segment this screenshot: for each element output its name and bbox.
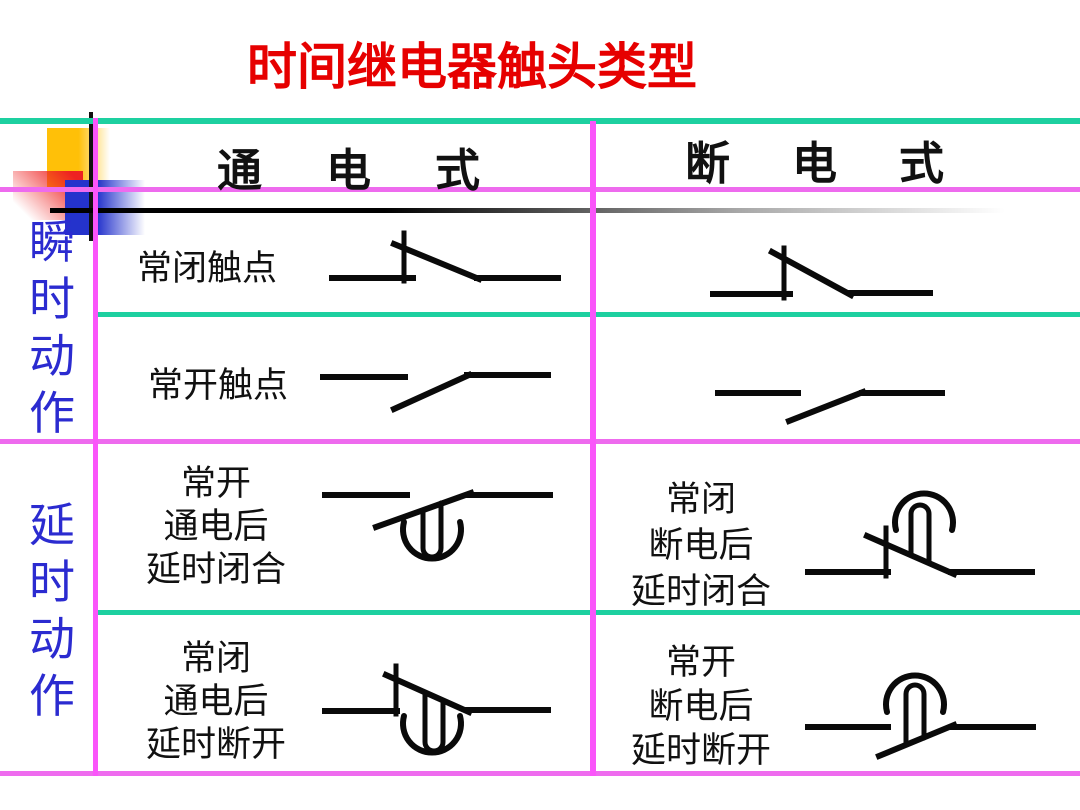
label-line: 延时闭合 (630, 572, 771, 611)
label-line: 延时断开 (630, 731, 771, 770)
contact-arm (785, 388, 867, 425)
delay-cup (422, 691, 446, 754)
label-line: 通电后 (163, 507, 269, 546)
row-group-label-delayed: 延时动作 (29, 500, 75, 722)
decoration-gray-gradient-line (50, 208, 1005, 213)
label-line: 通电后 (163, 682, 269, 721)
label-no-on-delay-close: 常开 通电后 延时闭合 (133, 462, 299, 591)
label-nc-on-delay-open: 常闭 通电后 延时断开 (133, 637, 299, 766)
delay-arc (883, 672, 947, 715)
grid-line-magenta-header-bottom (0, 187, 1080, 192)
column-header-energized: 通电式 (217, 146, 545, 196)
nc-contact-instantaneous-deenergized-symbol (710, 245, 933, 301)
contact-arm (390, 371, 473, 413)
no-contact-instantaneous-deenergized-symbol (715, 388, 945, 425)
contact-arm (875, 721, 958, 760)
grid-line-magenta-left-column (93, 118, 98, 776)
grid-line-magenta-bottom (0, 771, 1080, 776)
row-group-label-instantaneous: 瞬时动作 (29, 217, 75, 439)
no-contact-off-delay-opening-symbol (805, 672, 1036, 760)
label-line: 断电后 (648, 687, 754, 726)
contact-arm (372, 489, 475, 531)
delay-cup (903, 682, 927, 748)
nc-contact-instantaneous-energized-symbol (329, 230, 561, 284)
delay-cup (908, 502, 932, 566)
contact-arm (382, 671, 473, 716)
label-line: 延时闭合 (145, 550, 286, 589)
label-line: 常闭 (180, 639, 251, 678)
no-contact-on-delay-closing-symbol (322, 489, 553, 562)
delay-arc (892, 490, 956, 533)
grid-line-magenta-group-divider (0, 439, 1080, 444)
delay-arc (400, 713, 464, 756)
contact-arm (863, 532, 958, 578)
label-line: 常开 (180, 464, 251, 503)
nc-contact-on-delay-opening-symbol (322, 663, 551, 756)
label-line: 断电后 (648, 526, 754, 565)
label-nc-off-delay-close: 常闭 断电后 延时闭合 (618, 477, 784, 615)
label-line: 常开 (665, 643, 736, 682)
contact-arm (390, 240, 483, 283)
grid-line-teal-top (0, 118, 1080, 124)
label-no-off-delay-open: 常开 断电后 延时断开 (618, 641, 784, 773)
label-line: 延时断开 (145, 725, 286, 764)
nc-contact-off-delay-closing-symbol (805, 490, 1035, 579)
no-contact-instantaneous-energized-symbol (320, 371, 551, 413)
label-normally-open-contact: 常开触点 (148, 366, 289, 405)
delay-arc (400, 519, 464, 562)
grid-line-teal-row3-row4 (96, 610, 1080, 615)
decoration-black-vertical-line (89, 112, 93, 241)
label-normally-closed-contact: 常闭触点 (137, 249, 278, 288)
grid-line-magenta-center-column (590, 121, 596, 776)
column-header-deenergized: 断电式 (685, 139, 1007, 189)
label-line: 常闭 (665, 480, 736, 519)
contact-arm (767, 247, 856, 300)
page-title: 时间继电器触头类型 (247, 39, 697, 95)
grid-line-teal-row1-row2 (96, 312, 1080, 317)
delay-cup (420, 500, 444, 560)
